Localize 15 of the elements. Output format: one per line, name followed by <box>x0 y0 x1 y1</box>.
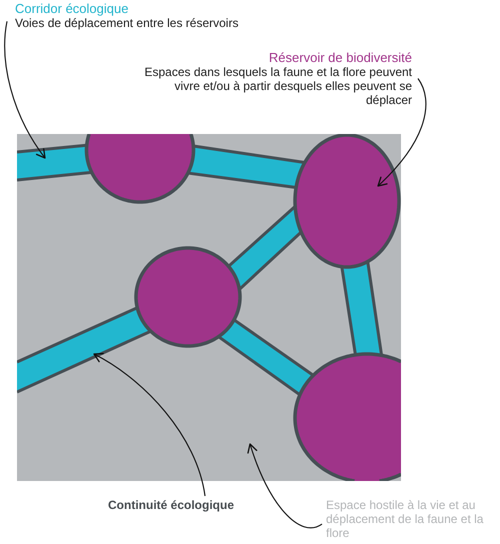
leader-line <box>377 78 426 187</box>
annotation-title: Réservoir de biodiversité <box>268 50 412 65</box>
annotation-text: Voies de déplacement entre les réservoirs <box>15 16 238 30</box>
corridor-band <box>17 144 92 182</box>
annotation-label: Continuité écologique <box>108 498 234 512</box>
annotation-title: Corridor écologique <box>15 1 128 16</box>
annotation-text: Espaces dans lesquels la faune et la flore peuvent vivre et/ou à partir desquels elles peuvent se déplacer <box>143 65 412 107</box>
leader-line <box>248 443 322 528</box>
leader-line <box>4 21 46 159</box>
terrain-area <box>17 134 401 481</box>
annotation-label: Espace hostile à la vie et au déplacement de la faune et la flore <box>326 498 498 540</box>
corridor-band <box>17 306 152 394</box>
leader-line <box>93 353 206 496</box>
reservoir-ellipse <box>84 134 196 204</box>
reservoir-ellipse <box>293 352 401 481</box>
